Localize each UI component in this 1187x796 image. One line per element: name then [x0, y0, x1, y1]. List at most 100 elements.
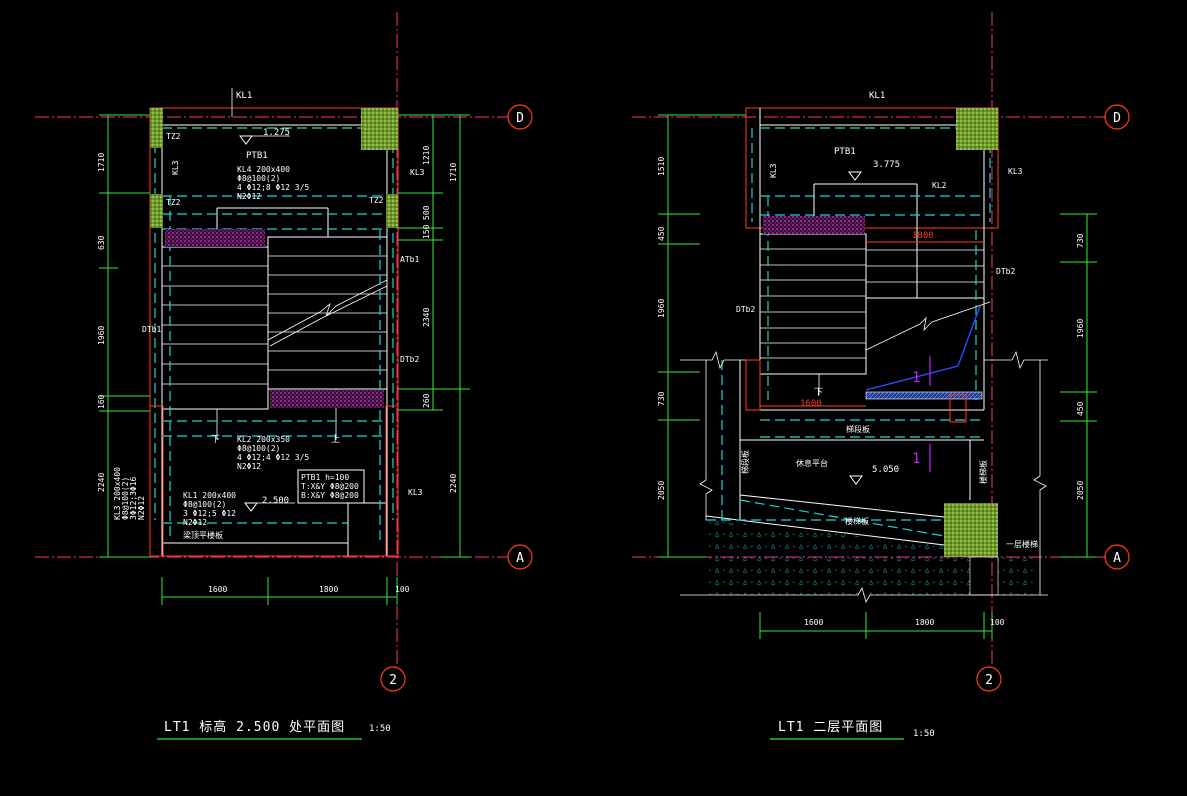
right-cn-b: 休息平台 [796, 458, 828, 468]
left-kl3-v-a: KL3 200x400 [113, 467, 122, 520]
right-cn-c: 梯段板 [740, 450, 750, 474]
left-dim-l4: 2240 [97, 473, 106, 492]
left-kl1-d: N2Φ12 [183, 518, 207, 527]
left-kl1-a: KL1 200x400 [183, 491, 236, 500]
right-down: 下 [814, 388, 823, 398]
left-kl3-v-d: N2Φ12 [137, 496, 146, 520]
right-dim-r2: 450 [1076, 401, 1085, 416]
right-dim-b0: 1600 [804, 618, 823, 627]
left-ptb1-box-b: T:X&Y Φ8@200 [301, 482, 359, 491]
right-plan-title: LT1 二层平面图 [778, 720, 883, 735]
left-plan-scale: 1:50 [369, 724, 391, 734]
axis-bubbles [380, 104, 1130, 692]
axis-2-label-left: 2 [389, 673, 397, 688]
right-plan-scale: 1:50 [913, 729, 935, 739]
left-column-ml [150, 194, 163, 228]
left-dim-o0: 1710 [449, 163, 458, 182]
left-kl3-v-c: 3Φ12;3Φ16 [129, 476, 138, 520]
right-ptb1: PTB1 [834, 147, 856, 157]
right-dim-l4: 2050 [657, 481, 666, 500]
left-red-wall-br [385, 405, 399, 557]
left-elev-marker-top [239, 135, 253, 145]
left-dim-r1: 500 [422, 205, 431, 220]
axis-d-bubble-left [507, 104, 533, 130]
right-dtb2-right: DTb2 [996, 267, 1015, 276]
right-kl3-left: KL3 [769, 163, 778, 178]
left-kl1-b: Φ8@100(2) [183, 500, 226, 509]
left-dim-b1: 1800 [319, 585, 338, 594]
right-ground-hatch-a [708, 520, 944, 557]
axis-d-label-left: D [516, 111, 524, 126]
axis-d-bubble-right [1104, 104, 1130, 130]
right-dim-red-top: 1800 [912, 231, 934, 241]
left-elev-top: 1.275 [263, 128, 290, 138]
right-cn-e: 一层楼梯 [1006, 539, 1038, 549]
right-cn-a: 梯段板 [846, 424, 870, 434]
left-column-tl [150, 108, 163, 148]
left-kl2-b: Φ8@100(2) [237, 444, 280, 453]
right-dim-l0: 1510 [657, 157, 666, 176]
left-kl4-c: 4 Φ12;8 Φ12 3/5 [237, 183, 309, 192]
left-beams [154, 127, 394, 540]
left-dim-b2: 100 [395, 585, 410, 594]
right-flight-lower [759, 233, 867, 375]
left-tz2-ml: TZ2 [166, 198, 181, 207]
left-ptb1-box-a: PTB1 h=100 [301, 473, 349, 482]
left-ptb1-box [297, 469, 365, 504]
right-cn-f: 楼梯板 [978, 460, 988, 484]
left-kl2-c: 4 Φ12;4 Φ12 3/5 [237, 453, 309, 462]
left-red-wall-bl [149, 405, 164, 557]
right-treads [760, 248, 991, 395]
left-flight-left [161, 246, 269, 410]
left-atb1: ATb1 [400, 255, 419, 264]
axis-d-label-right: D [1113, 111, 1121, 126]
right-dim-r1: 1960 [1076, 319, 1085, 338]
left-plan: KL1 1.275 PTB1 KL4 200x400 Φ8@100(2) 4 Φ… [97, 88, 470, 740]
left-kl2-d: N2Φ12 [237, 462, 261, 471]
left-kl4-a: KL4 200x400 [237, 165, 290, 174]
left-dim-lines [99, 114, 470, 605]
left-treads [162, 255, 388, 440]
right-slab-hatch [763, 216, 865, 234]
left-column-mr [386, 194, 398, 228]
left-dim-l0: 1710 [97, 153, 106, 172]
right-cn-d: 楼梯板 [845, 516, 869, 526]
axis-2-bubble-right [976, 666, 1002, 692]
axis-a-bubble-left [507, 544, 533, 570]
left-outer-wall [149, 107, 399, 557]
right-dtb2-left: DTb2 [736, 305, 755, 314]
left-kl3-left: KL3 [171, 160, 180, 175]
left-column-tr [361, 108, 398, 150]
right-dim-b2: 100 [990, 618, 1005, 627]
left-dim-b0: 1600 [208, 585, 227, 594]
left-kl3-br: KL3 [408, 488, 423, 497]
axis-a-label-left: A [516, 551, 524, 566]
right-dim-l1: 450 [657, 226, 666, 241]
left-elev-marker-mid [244, 502, 258, 512]
left-tz2-mr: TZ2 [369, 196, 384, 205]
right-dim-r3: 2050 [1076, 481, 1085, 500]
right-kl3-right: KL3 [1008, 167, 1023, 176]
left-kl2-a: KL2 200x350 [237, 435, 290, 444]
right-kl2: KL2 [932, 181, 947, 190]
left-dim-o1: 2240 [449, 474, 458, 493]
right-elev-mid: 5.050 [872, 465, 899, 475]
right-blue-slab [865, 391, 983, 400]
right-one-b: 1 [912, 451, 920, 467]
left-kl3-v-b: Φ8@100(2) [121, 477, 130, 520]
left-dim-r2: 150 [422, 224, 431, 239]
left-kl1-c: 3 Φ12;5 Φ12 [183, 509, 236, 518]
left-down: 下 [211, 435, 220, 445]
left-ptb1: PTB1 [246, 151, 268, 161]
right-dim-r0: 730 [1076, 233, 1085, 248]
right-dim-red-bot: 1600 [800, 399, 822, 409]
left-slab-hatch-top [165, 229, 265, 247]
left-tz2-tl: TZ2 [166, 132, 181, 141]
axis-2-bubble-left [380, 666, 406, 692]
axis-a-bubble-right [1104, 544, 1130, 570]
right-dim-b1: 1800 [915, 618, 934, 627]
right-kl1-top: KL1 [869, 91, 885, 101]
right-break-lines [680, 350, 1048, 604]
left-ptb1-box-c: B:X&Y Φ8@200 [301, 491, 359, 500]
